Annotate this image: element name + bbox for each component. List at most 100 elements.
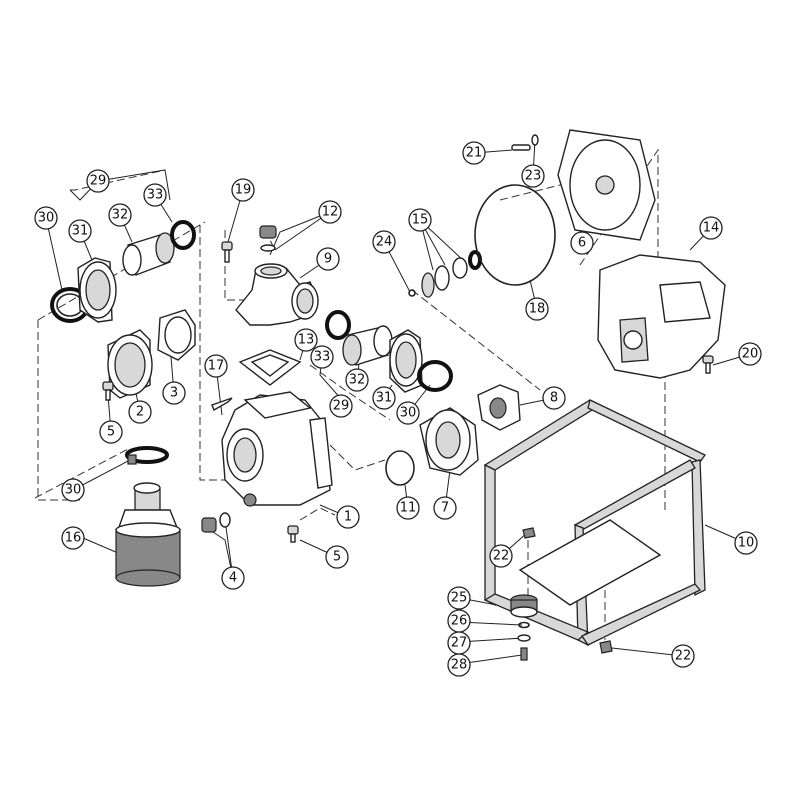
- callout-6: 6: [570, 231, 594, 255]
- callout-33-upper: 33: [143, 183, 167, 207]
- hose-clamp-right: [417, 360, 453, 392]
- svg-text:18: 18: [529, 302, 546, 317]
- svg-text:3: 3: [170, 386, 178, 401]
- impeller: [477, 384, 521, 431]
- callout-30-lower: 30: [61, 478, 85, 502]
- svg-text:5: 5: [333, 550, 341, 565]
- callout-14: 14: [699, 216, 723, 240]
- callout-12: 12: [318, 200, 342, 224]
- fill-plug: [259, 225, 277, 252]
- hose-clamp-lower: [125, 446, 169, 465]
- callout-25: 25: [447, 586, 471, 610]
- svg-text:2: 2: [136, 405, 144, 420]
- callout-31-right: 31: [372, 386, 396, 410]
- callout-21: 21: [462, 141, 486, 165]
- svg-text:25: 25: [451, 591, 468, 606]
- svg-text:21: 21: [466, 146, 483, 161]
- callout-8: 8: [542, 386, 566, 410]
- callout-17: 17: [204, 354, 228, 378]
- coupling-nut-right: [389, 329, 423, 393]
- callout-15: 15: [408, 208, 432, 232]
- callout-29-upper: 29: [86, 169, 110, 193]
- small-washer: [408, 289, 416, 297]
- long-bolt: [511, 134, 539, 151]
- callout-13: 13: [294, 328, 318, 352]
- callout-3: 3: [162, 381, 186, 405]
- svg-text:17: 17: [208, 359, 225, 374]
- svg-text:31: 31: [72, 224, 89, 239]
- suction-strainer: [115, 482, 181, 587]
- callout-30-upper: 30: [34, 206, 58, 230]
- svg-text:5: 5: [107, 425, 115, 440]
- callout-7: 7: [433, 496, 457, 520]
- drain-plug: [201, 512, 231, 533]
- callout-11: 11: [396, 496, 420, 520]
- svg-text:22: 22: [493, 549, 510, 564]
- callout-23: 23: [521, 164, 545, 188]
- svg-text:29: 29: [333, 399, 350, 414]
- callout-22-lower: 22: [671, 644, 695, 668]
- o-ring-volute: [385, 450, 415, 486]
- coupling-nut-left: [77, 257, 117, 323]
- callout-24: 24: [372, 230, 396, 254]
- callout-9: 9: [316, 247, 340, 271]
- svg-text:30: 30: [38, 211, 55, 226]
- svg-text:30: 30: [400, 406, 417, 421]
- volute-casing: [419, 407, 479, 476]
- callout-31-upper: 31: [68, 219, 92, 243]
- pin: [211, 397, 233, 412]
- svg-text:15: 15: [412, 213, 429, 228]
- callout-19: 19: [231, 178, 255, 202]
- svg-text:32: 32: [112, 208, 129, 223]
- svg-text:32: 32: [349, 373, 366, 388]
- large-gasket: [474, 184, 556, 286]
- square-gasket: [238, 349, 302, 386]
- engine-bolt: [702, 355, 714, 374]
- engine: [597, 254, 726, 379]
- callout-27: 27: [447, 631, 471, 655]
- callout-5-left: 5: [99, 420, 123, 444]
- frame-nut-upper: [522, 527, 536, 539]
- bolt-top: [221, 241, 233, 263]
- callout-22-upper: 22: [489, 544, 513, 568]
- callouts: 1 2 3 4 5 5 6 7 8 9 10 11 12 13 14 15 16…: [34, 141, 762, 677]
- callout-30-right: 30: [396, 401, 420, 425]
- svg-text:11: 11: [400, 501, 417, 516]
- svg-text:10: 10: [738, 536, 755, 551]
- svg-text:31: 31: [376, 391, 393, 406]
- flange-gasket: [157, 309, 196, 361]
- hose-barb-left: [122, 232, 175, 276]
- discharge-elbow: [235, 263, 319, 326]
- svg-text:33: 33: [314, 350, 331, 365]
- svg-text:20: 20: [742, 347, 759, 362]
- svg-text:30: 30: [65, 483, 82, 498]
- svg-text:26: 26: [451, 614, 468, 629]
- bolt-left: [102, 381, 114, 401]
- callout-20: 20: [738, 342, 762, 366]
- svg-text:28: 28: [451, 658, 468, 673]
- mechanical-seal: [421, 250, 482, 298]
- callout-2: 2: [128, 400, 152, 424]
- svg-text:27: 27: [451, 636, 468, 651]
- frame-nut-lower: [599, 640, 613, 654]
- callout-18: 18: [525, 297, 549, 321]
- callout-33-right: 33: [310, 345, 334, 369]
- callout-5-bottom: 5: [325, 545, 349, 569]
- svg-text:12: 12: [322, 205, 339, 220]
- callout-1: 1: [336, 505, 360, 529]
- engine-adapter-plate: [557, 129, 656, 241]
- svg-text:13: 13: [298, 333, 315, 348]
- o-ring-upper-left: [170, 220, 196, 250]
- callout-32-right: 32: [345, 368, 369, 392]
- callout-16: 16: [61, 526, 85, 550]
- svg-text:22: 22: [675, 649, 692, 664]
- svg-text:19: 19: [235, 183, 252, 198]
- svg-text:23: 23: [525, 169, 542, 184]
- svg-text:6: 6: [578, 236, 586, 251]
- callout-32-upper: 32: [108, 203, 132, 227]
- rubber-mount-stack: [510, 594, 538, 661]
- bolt-bottom: [287, 525, 299, 543]
- callout-10: 10: [734, 531, 758, 555]
- svg-text:7: 7: [441, 501, 449, 516]
